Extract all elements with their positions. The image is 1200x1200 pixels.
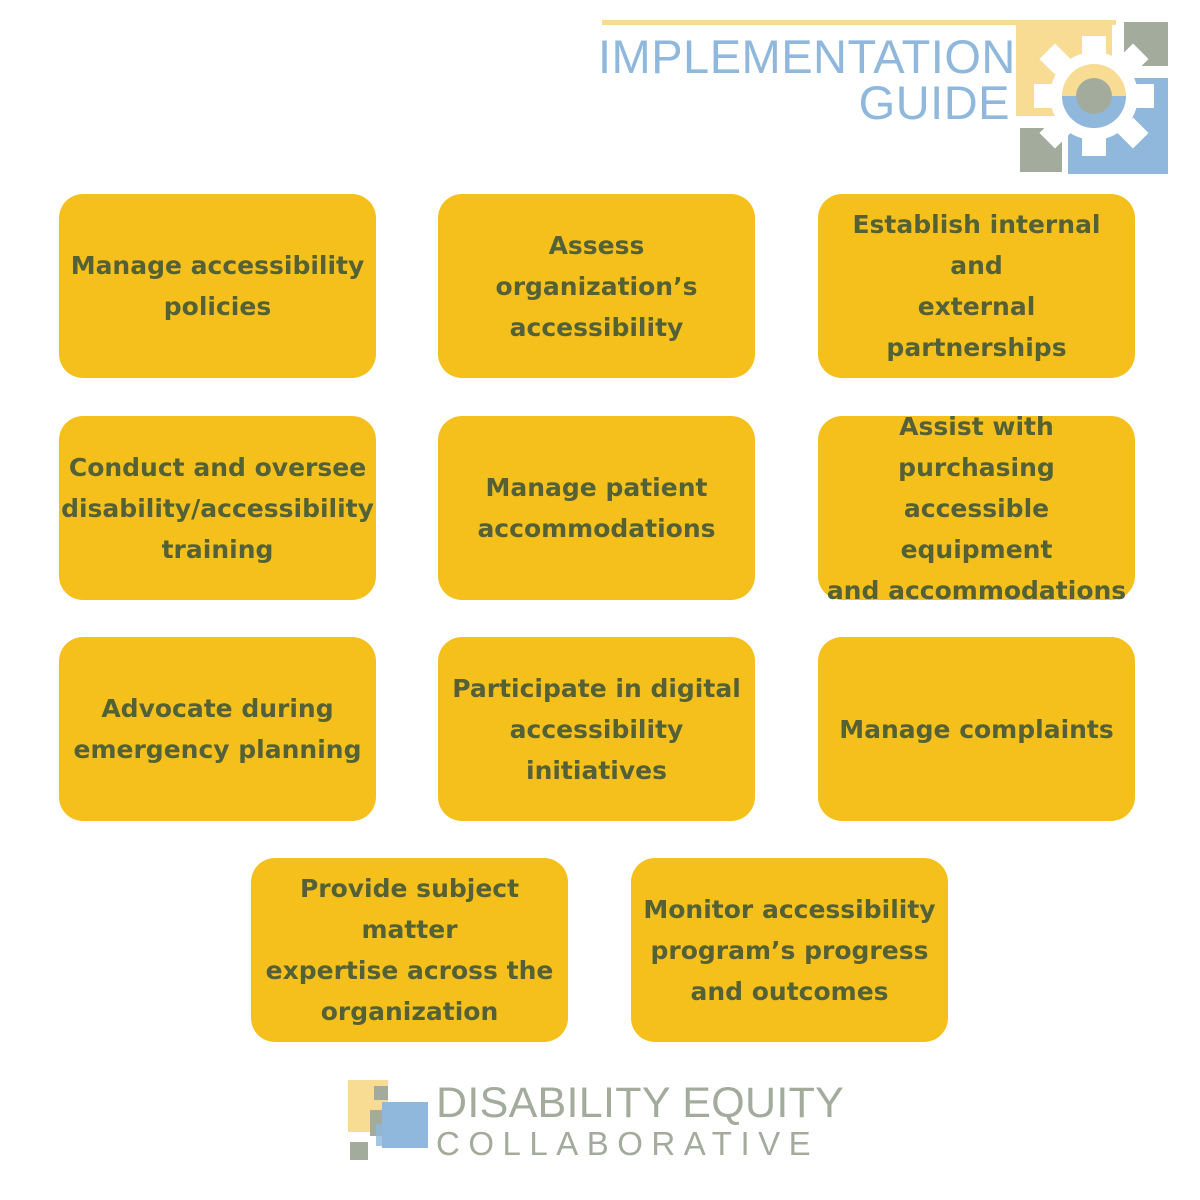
footer-subtitle: COLLABORATIVE bbox=[436, 1125, 820, 1162]
card-label: Conduct and oversee disability/accessibi… bbox=[61, 452, 374, 564]
card-label: Assess organization’s accessibility bbox=[495, 230, 698, 342]
card-label: Assist with purchasing accessible equipm… bbox=[826, 411, 1127, 605]
collaborative-logo-icon bbox=[348, 1080, 428, 1160]
card-digital-accessibility: Participate in digital accessibility ini… bbox=[438, 637, 755, 821]
card-label: Manage accessibility policies bbox=[70, 251, 365, 321]
card-manage-accessibility-policies: Manage accessibility policies bbox=[59, 194, 376, 378]
header-title-line2: GUIDE bbox=[858, 76, 1010, 129]
card-advocate-emergency-planning: Advocate during emergency planning bbox=[59, 637, 376, 821]
header-rule bbox=[602, 20, 1116, 25]
card-establish-partnerships: Establish internal and external partners… bbox=[818, 194, 1135, 378]
card-label: Participate in digital accessibility ini… bbox=[452, 673, 741, 785]
header-title-line1: IMPLEMENTATION bbox=[598, 30, 1016, 83]
card-manage-patient-accommodations: Manage patient accommodations bbox=[438, 416, 755, 600]
card-label: Advocate during emergency planning bbox=[73, 694, 362, 764]
card-label: Manage complaints bbox=[839, 714, 1114, 744]
card-subject-matter-expertise: Provide subject matter expertise across … bbox=[251, 858, 568, 1042]
card-label: Monitor accessibility program’s progress… bbox=[643, 894, 936, 1006]
card-assess-organization-accessibility: Assess organization’s accessibility bbox=[438, 194, 755, 378]
card-label: Provide subject matter expertise across … bbox=[265, 874, 554, 1026]
card-assist-purchasing: Assist with purchasing accessible equipm… bbox=[818, 412, 1135, 605]
gear-icon bbox=[1016, 20, 1168, 174]
card-label: Manage patient accommodations bbox=[477, 473, 716, 543]
footer-title: DISABILITY EQUITY bbox=[436, 1079, 845, 1127]
header-title: IMPLEMENTATION GUIDE bbox=[598, 30, 1016, 129]
card-label: Establish internal and external partners… bbox=[852, 210, 1101, 362]
card-manage-complaints: Manage complaints bbox=[818, 637, 1135, 821]
card-conduct-training: Conduct and oversee disability/accessibi… bbox=[59, 416, 376, 600]
card-monitor-progress: Monitor accessibility program’s progress… bbox=[631, 858, 948, 1042]
